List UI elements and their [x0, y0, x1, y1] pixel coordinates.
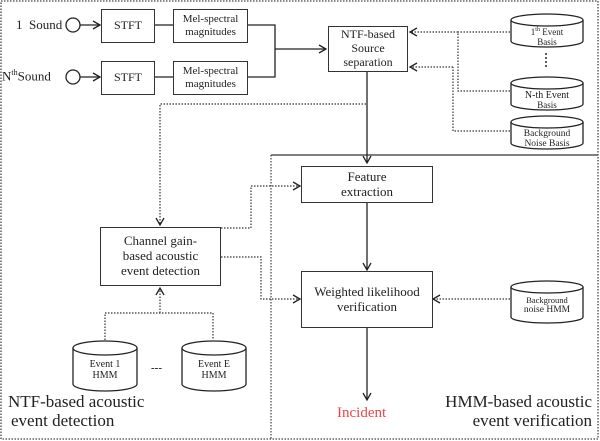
- incident-output-label: Incident: [337, 405, 387, 421]
- arrow-channel-feature: [221, 181, 302, 229]
- stft-block-1: STFT: [101, 9, 155, 43]
- arrow-channel-weighted: [221, 256, 302, 304]
- bg-noise-basis-cylinder: [510, 115, 584, 150]
- sound-1-source-icon: [65, 17, 81, 33]
- event1-basis-cylinder: [510, 13, 584, 48]
- sound-n-label: NthSound: [2, 68, 51, 84]
- dotted-eventn-basis: [457, 32, 510, 92]
- eventn-basis-cylinder: [510, 76, 584, 111]
- dotted-event-hmms: [104, 312, 214, 340]
- dotted-bg-basis: [452, 67, 510, 132]
- line-mel-merge: [248, 24, 276, 78]
- sound-1-label: 1 Sound: [16, 17, 63, 32]
- hmm-ellipsis: ---: [151, 362, 162, 374]
- arrow-ntf-channel: [155, 103, 366, 227]
- bg-noise-hmm-cylinder: [510, 280, 584, 324]
- evente-hmm-cylinder: [181, 340, 247, 392]
- sound-n-source-icon: [65, 69, 81, 85]
- stft-block-n: STFT: [101, 61, 155, 95]
- event1-hmm-cylinder: [72, 340, 138, 392]
